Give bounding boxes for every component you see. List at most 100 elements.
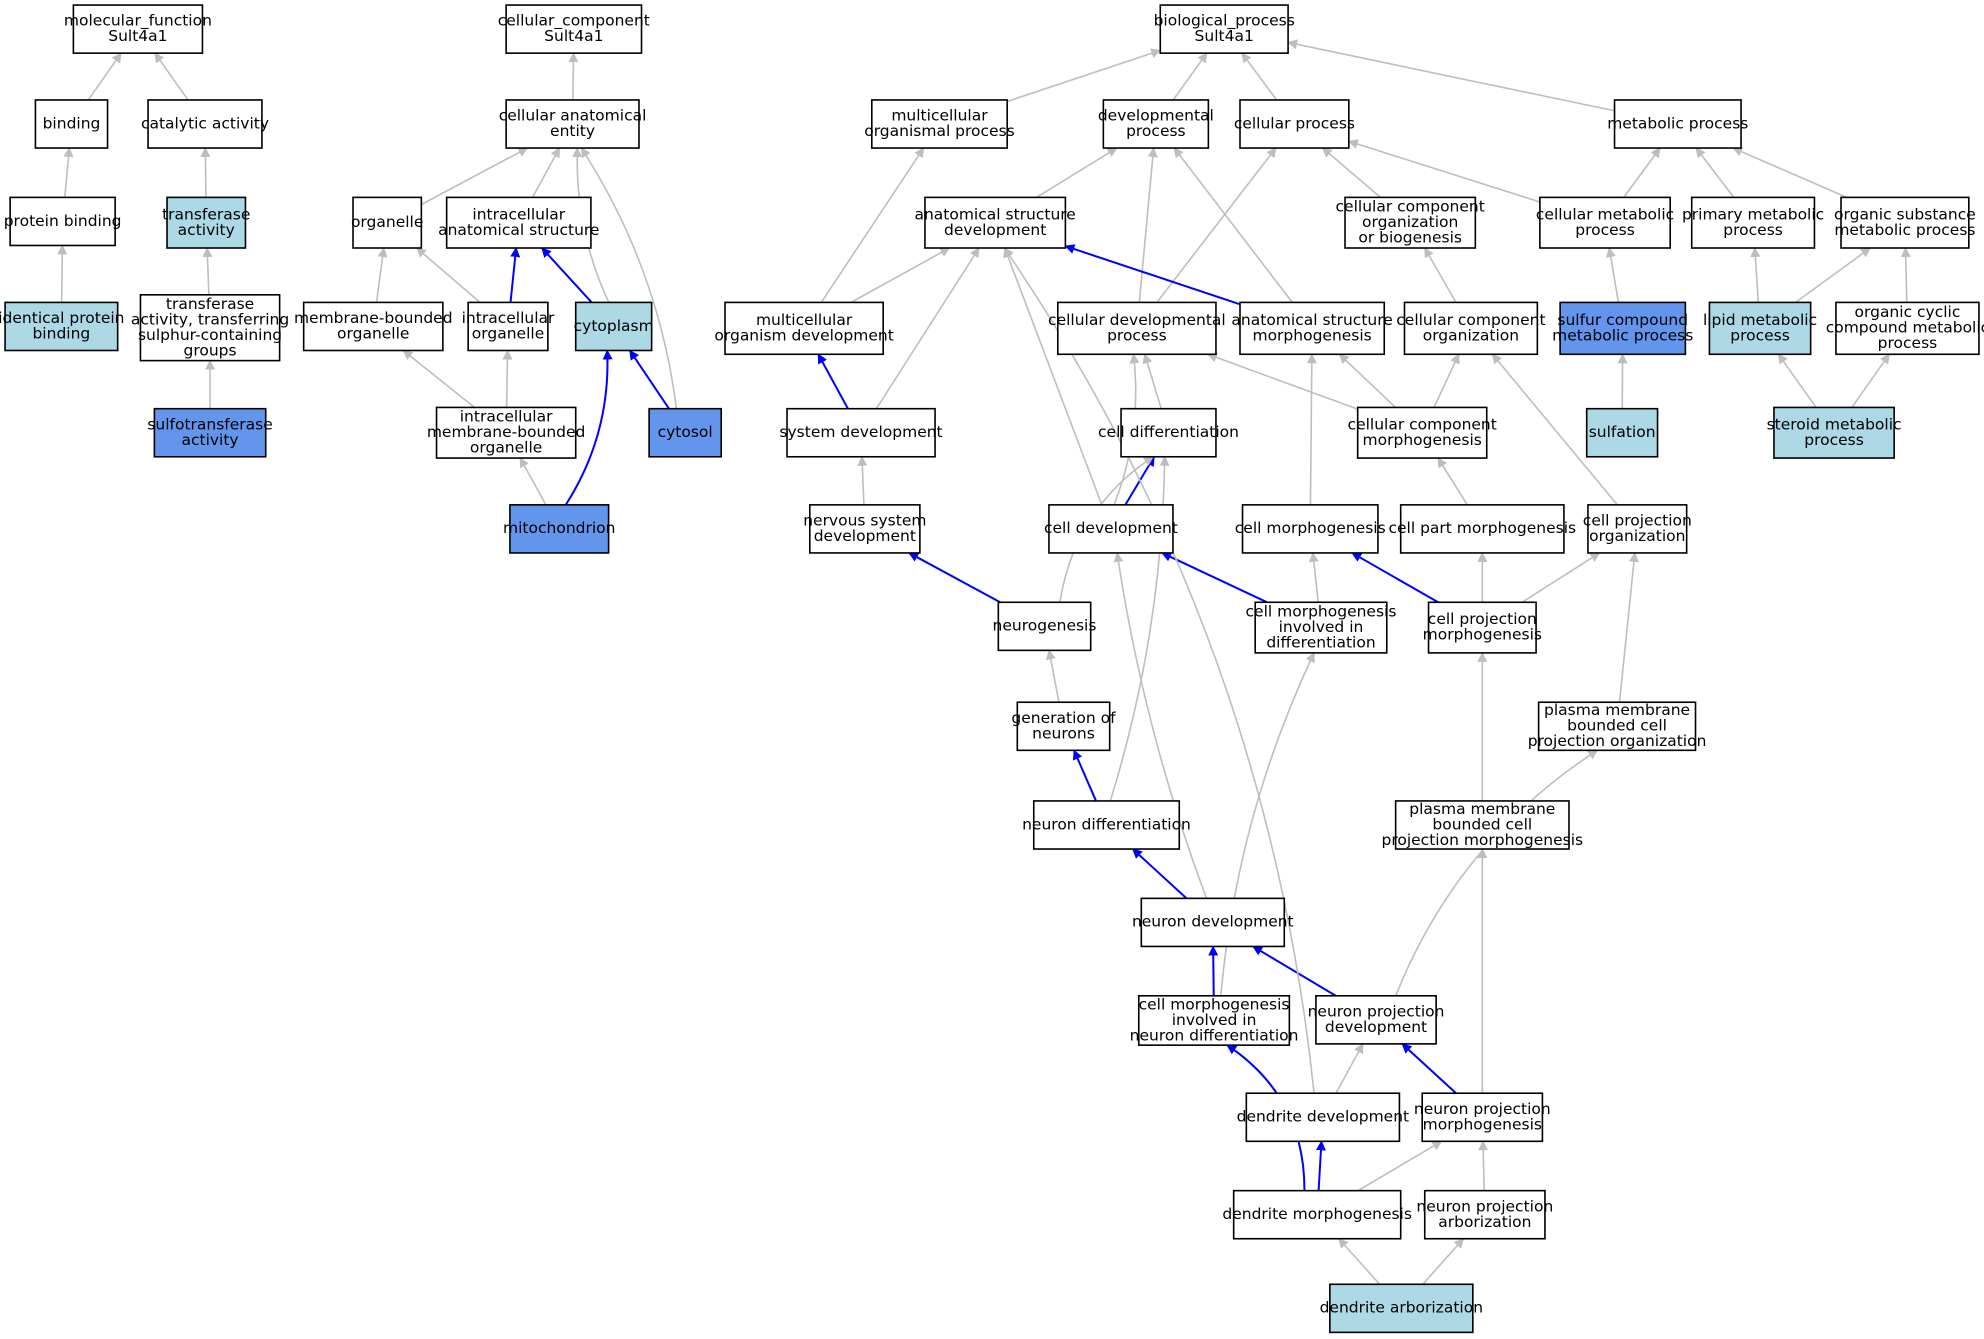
node-box [1016,701,1111,752]
node-label-line: neuron development [1132,913,1294,931]
edge-devp-to-bp [1172,52,1208,101]
node-cellp[interactable]: cellular process [1234,99,1355,149]
node-denmorph[interactable]: dendrite morphogenesis [1222,1189,1412,1240]
node-cpm[interactable]: cell part morphogenesis [1389,504,1577,554]
node-label-line: dendrite arborization [1320,1299,1483,1317]
edge-mod-to-mop [820,147,925,303]
node-label-line: process [1107,326,1167,344]
edge-lmp-to-pmp [1750,247,1761,303]
node-box [1356,406,1488,459]
node-cellmorph[interactable]: cell morphogenesis [1235,504,1386,554]
node-label-line: primary metabolic [1682,205,1824,223]
node-neurogenesis[interactable]: neurogenesis [993,601,1097,652]
node-cytoplasm[interactable]: cytoplasm [574,301,654,352]
node-sysdev[interactable]: system development [779,407,943,458]
edge-denarb-to-denmorph [1338,1237,1381,1285]
node-label-line: cellular metabolic [1536,205,1674,223]
node-box [1032,800,1181,850]
node-catalytic[interactable]: catalytic activity [141,99,269,149]
node-binding[interactable]: binding [34,99,109,149]
node-organelle[interactable]: organelle [351,196,423,249]
node-label-line: dendrite development [1237,1108,1410,1126]
node-label-line: organism development [714,326,893,344]
node-box [1315,994,1437,1045]
node-metp[interactable]: metabolic process [1607,99,1748,149]
node-box [1835,301,1980,356]
node-label-line: organelle [351,213,423,231]
node-label-line: organic cyclic [1855,303,1961,321]
node-label-line: neuron differentiation [1022,815,1191,833]
node-label-line: process [1723,221,1783,239]
node-protein_binding[interactable]: protein binding [4,196,122,247]
node-cytosol[interactable]: cytosol [648,407,723,458]
edge-asm-to-devp [1173,147,1293,303]
node-label-line: cell morphogenesis [1246,602,1397,620]
node-box [139,294,281,362]
node-neurdiff[interactable]: neuron differentiation [1022,800,1191,850]
node-label-line: organismal process [864,122,1015,140]
edge-metp-to-bp [1287,39,1615,112]
edge-cytosol-to-cae [580,147,678,409]
edge-cytoplasm-to-ias [541,247,593,304]
node-neurdev[interactable]: neuron development [1132,897,1294,948]
node-celldiff[interactable]: cell differentiation [1098,407,1239,458]
node-celldev[interactable]: cell development [1044,504,1178,554]
node-denarb[interactable]: dendrite arborization [1320,1283,1483,1334]
node-label: binding [43,114,101,132]
node-label-line: cell projection [1428,610,1537,628]
node-box [1585,407,1659,458]
node-box [1613,99,1742,149]
node-mitochondrion[interactable]: mitochondrion [503,504,615,554]
node-label-line: catalytic activity [141,114,269,132]
node-dendev[interactable]: dendrite development [1237,1092,1410,1143]
edge-protein_binding-to-binding [63,147,74,198]
node-sulfation[interactable]: sulfation [1585,407,1659,458]
node-label: catalytic activity [141,114,269,132]
node-label-line: generation of [1011,709,1116,727]
node-label-line: arborization [1438,1213,1531,1231]
